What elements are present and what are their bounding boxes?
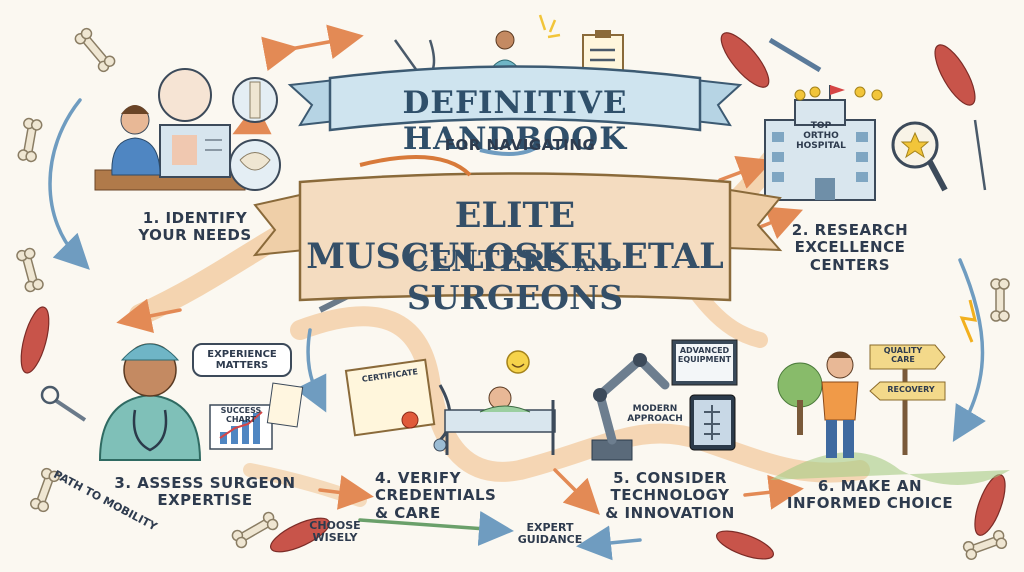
expert-guidance-label: EXPERT GUIDANCE bbox=[505, 521, 595, 547]
step-1-line2: YOUR NEEDS bbox=[138, 226, 252, 245]
credentials-scene bbox=[344, 350, 556, 455]
quality-line1: QUALITY bbox=[883, 346, 923, 355]
title-centers: CENTERS bbox=[406, 244, 567, 278]
step-1-line1: 1. IDENTIFY bbox=[142, 209, 248, 227]
choose-wisely-label: CHOOSE WISELY bbox=[300, 519, 370, 545]
hospital-line2: ORTHO bbox=[803, 130, 839, 141]
step-5-line1: 5. CONSIDER bbox=[613, 469, 727, 487]
quality-care-sign: QUALITY CARE bbox=[872, 346, 934, 365]
modern-line2: APPROACH bbox=[627, 413, 683, 424]
flow-arrows bbox=[48, 24, 986, 561]
technology-scene bbox=[591, 339, 738, 461]
expert-line1: EXPERT bbox=[526, 521, 574, 534]
step-4-label: 4. VERIFY CREDENTIALS & CARE bbox=[375, 469, 515, 522]
modern-line1: MODERN bbox=[632, 404, 678, 414]
title-and: AND bbox=[576, 256, 620, 276]
step-2-line1: 2. RESEARCH bbox=[791, 221, 909, 239]
title-main-line2: CENTERS AND SURGEONS bbox=[305, 244, 725, 317]
informed-choice-scene bbox=[770, 344, 1010, 485]
hospital-scene bbox=[764, 85, 948, 201]
hospital-line1: TOP bbox=[810, 121, 832, 131]
modern-approach-label: MODERN APPROACH bbox=[620, 404, 690, 425]
step-4-line3: & CARE bbox=[375, 503, 441, 522]
step-2-label: 2. RESEARCH EXCELLENCE CENTERS bbox=[775, 221, 925, 274]
expert-line2: GUIDANCE bbox=[517, 533, 583, 547]
title-for-navigating: FOR NAVIGATING bbox=[444, 136, 596, 154]
advanced-equipment-label: ADVANCED EQUIPMENT bbox=[676, 346, 733, 365]
quality-line2: CARE bbox=[891, 354, 915, 364]
step-3-line1: 3. ASSESS SURGEON bbox=[114, 474, 296, 492]
step-5-line3: & INNOVATION bbox=[605, 503, 735, 522]
choose-line2: WISELY bbox=[312, 531, 358, 545]
experience-line1: EXPERIENCE bbox=[207, 349, 277, 360]
muscle-decorations bbox=[20, 32, 1006, 560]
identify-needs-scene bbox=[94, 68, 281, 191]
step-6-line1: 6. MAKE AN bbox=[817, 477, 923, 495]
step-5-line2: TECHNOLOGY bbox=[610, 486, 730, 505]
step-1-label: 1. IDENTIFY YOUR NEEDS bbox=[115, 209, 275, 245]
step-2-line3: CENTERS bbox=[809, 255, 891, 274]
surgeon-scene bbox=[98, 343, 304, 461]
step-6-line2: INFORMED CHOICE bbox=[786, 494, 954, 513]
hospital-line3: HOSPITAL bbox=[796, 140, 846, 151]
step-3-line2: EXPERTISE bbox=[157, 491, 253, 510]
title-main-line1: ELITE MUSCULOSKELETAL bbox=[306, 195, 724, 277]
advanced-line2: EQUIPMENT bbox=[677, 354, 732, 364]
step-4-line2: CREDENTIALS bbox=[375, 486, 497, 505]
step-2-line2: EXCELLENCE bbox=[794, 238, 906, 257]
title-banners bbox=[252, 65, 783, 302]
title-handbook: DEFINITIVE HANDBOOK bbox=[402, 85, 628, 157]
recovery-sign: RECOVERY bbox=[887, 385, 935, 394]
bone-decorations bbox=[16, 27, 1010, 560]
experience-bubble: EXPERIENCE MATTERS bbox=[192, 343, 292, 377]
hospital-sign: TOP ORTHO HOSPITAL bbox=[793, 121, 849, 152]
advanced-line1: ADVANCED bbox=[679, 346, 730, 355]
choose-line1: CHOOSE bbox=[309, 519, 361, 532]
success-chart-label: SUCCESS CHART bbox=[220, 406, 262, 424]
step-4-line1: 4. VERIFY bbox=[375, 469, 461, 487]
title-surgeons: SURGEONS bbox=[406, 278, 624, 317]
step-5-label: 5. CONSIDER TECHNOLOGY & INNOVATION bbox=[595, 469, 745, 522]
step-6-label: 6. MAKE AN INFORMED CHOICE bbox=[780, 477, 960, 513]
step-3-label: 3. ASSESS SURGEON EXPERTISE bbox=[105, 474, 305, 510]
experience-line2: MATTERS bbox=[215, 360, 269, 371]
